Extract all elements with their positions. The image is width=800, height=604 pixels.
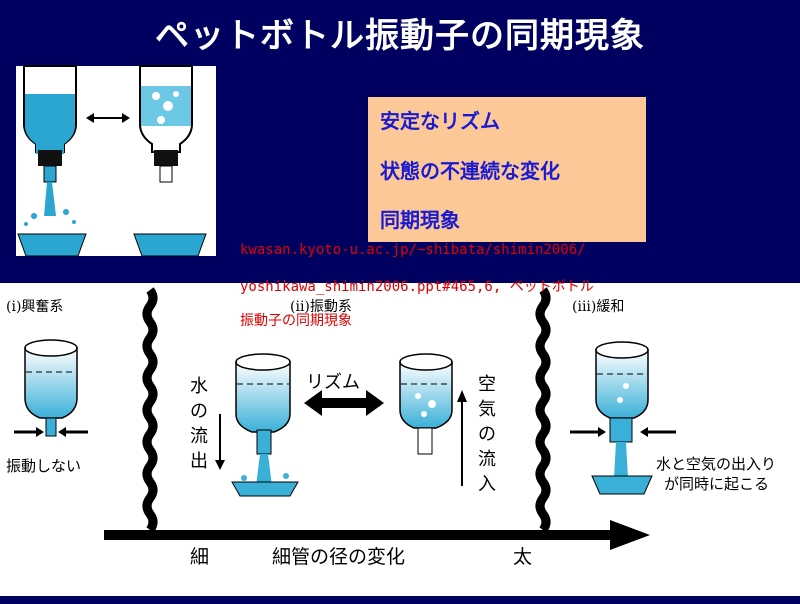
label-relaxation: (iii)緩和 xyxy=(572,299,625,315)
label-thin: 細 xyxy=(190,546,210,568)
divider-left xyxy=(142,287,158,533)
keypoint-synchronization: 同期現象 xyxy=(380,208,460,232)
bottle-oscillating-inflow xyxy=(399,353,467,486)
label-rhythm: リズム xyxy=(306,372,360,393)
keypoint-stable-rhythm: 安定なリズム xyxy=(380,109,500,133)
keypoint-discontinuous-change: 状態の不連続な変化 xyxy=(380,159,560,183)
source-url-line2[interactable]: yoshikawa_shimin2006.ppt#465,6, ペットボトル xyxy=(240,279,594,295)
label-air-inflow: 空気の流入 xyxy=(478,374,496,495)
label-simultaneous-2: が同時に起こる xyxy=(664,475,770,493)
bottle-excitable xyxy=(14,339,88,437)
bottle-relaxation xyxy=(570,341,676,495)
source-url-line3[interactable]: 振動子の同期現象 xyxy=(240,313,352,329)
divider-right xyxy=(535,287,551,533)
slide-title: ペットボトル振動子の同期現象 xyxy=(155,16,645,56)
bottle-oscillator-illustration xyxy=(16,65,216,257)
tube-diameter-arrow xyxy=(104,520,650,550)
label-tube-change: 細管の径の変化 xyxy=(272,546,406,568)
label-oscillatory: (ii)振動系 xyxy=(290,299,352,315)
label-no-oscillation: 振動しない xyxy=(6,457,82,475)
label-water-outflow: 水の流出 xyxy=(190,376,208,472)
label-thick: 太 xyxy=(513,546,533,568)
phase-diagram-panel xyxy=(0,283,800,596)
label-simultaneous-1: 水と空気の出入り xyxy=(656,455,777,473)
key-points-box: 安定なリズム 状態の不連続な変化 同期現象 xyxy=(368,97,646,242)
rhythm-double-arrow xyxy=(304,390,384,416)
label-excitable: (i)興奮系 xyxy=(6,299,64,315)
bottle-oscillating-outflow xyxy=(215,353,299,497)
source-url-line1[interactable]: kwasan.kyoto-u.ac.jp/~shibata/shimin2006… xyxy=(240,242,586,258)
